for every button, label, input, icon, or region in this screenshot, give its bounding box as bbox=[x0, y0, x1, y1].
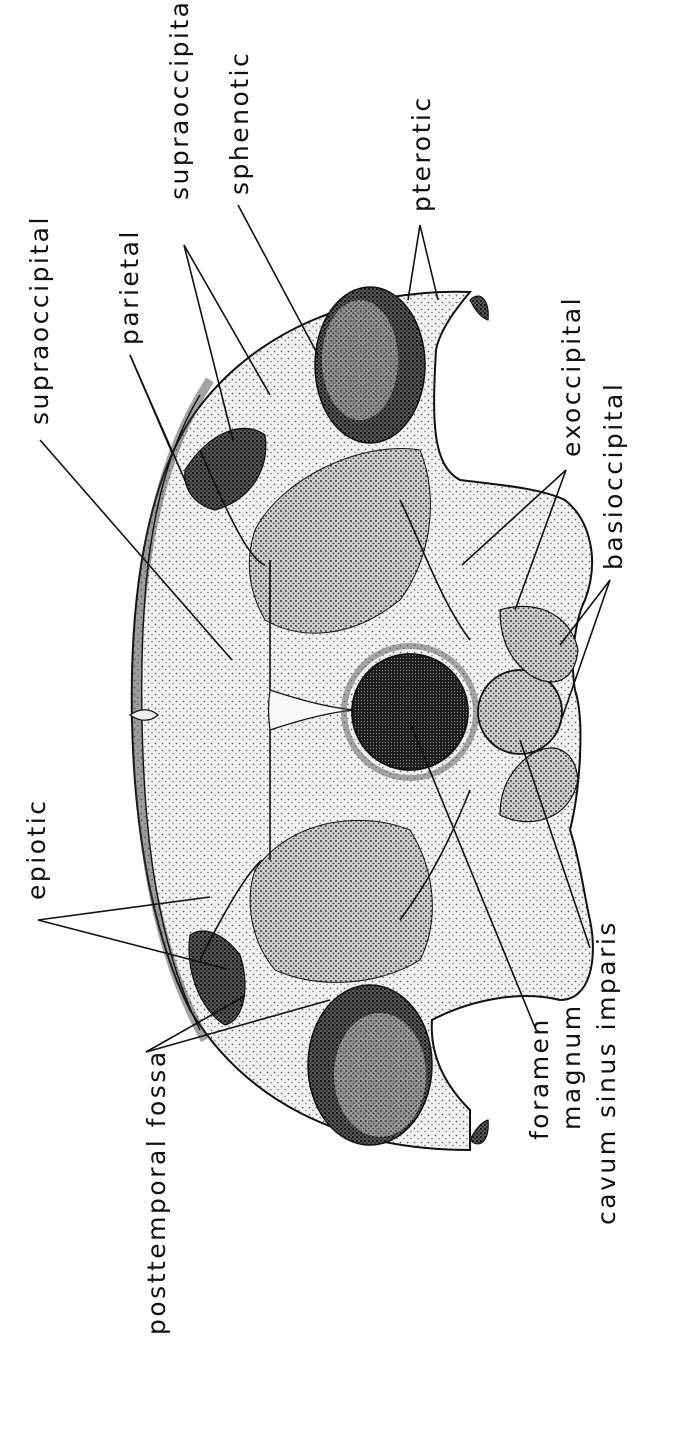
label-pterotic: pterotic bbox=[407, 95, 436, 212]
label-basioccipital: basioccipital bbox=[599, 382, 628, 570]
label-sphenotic: sphenotic bbox=[225, 51, 254, 195]
label-exoccipital: exoccipital bbox=[557, 296, 586, 457]
label-foramen: foramen bbox=[525, 1017, 554, 1140]
skull-drawing bbox=[130, 287, 593, 1150]
label-magnum: magnum bbox=[557, 1003, 586, 1130]
label-supraoccipital-left: supraoccipital bbox=[25, 215, 54, 425]
label-cavum-sinus-imparis: cavum sinus imparis bbox=[592, 920, 621, 1225]
label-supraoccipital-top: supraoccipital bbox=[165, 0, 194, 200]
label-parietal: parietal bbox=[115, 229, 144, 345]
foramen-magnum bbox=[352, 654, 468, 770]
label-epiotic: epiotic bbox=[22, 799, 51, 900]
label-posttemporal-fossa: posttemporal fossa bbox=[142, 1049, 171, 1335]
